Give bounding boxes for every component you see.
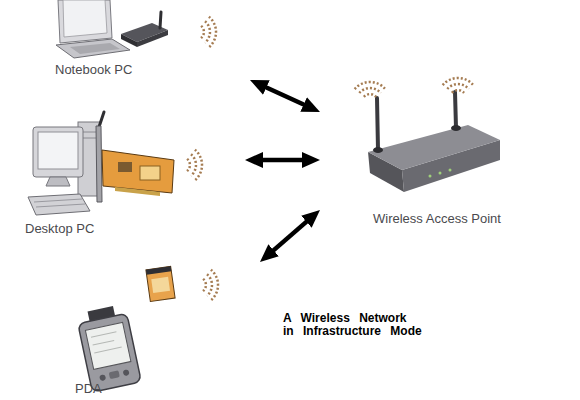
radio-waves-part: [201, 26, 204, 38]
desktop-illustration-part: [34, 199, 82, 202]
pda-illustration-part: [85, 322, 130, 369]
wireless-card-illustration-part: [140, 166, 160, 180]
caption: A Wireless Network in Infrastructure Mod…: [283, 312, 424, 338]
desktop-illustration-part: [28, 194, 90, 215]
device-label: PDA: [75, 381, 102, 396]
wireless-card-illustration-part: [115, 187, 160, 196]
access-point-illustration-part: [451, 125, 461, 131]
radio-waves: [355, 78, 474, 97]
access-point-illustration-part: [449, 169, 452, 172]
wireless-card-illustration: [96, 112, 174, 202]
wireless-card-illustration-part: [96, 126, 102, 202]
device-node: Desktop PC: [20, 110, 245, 240]
radio-waves-part: [447, 84, 468, 89]
notebook-illustration-part: [70, 43, 120, 54]
wireless-adapter-illustration-part: [160, 12, 161, 28]
desktop-illustration-part: [33, 127, 83, 177]
cf-card-illustration-part: [146, 266, 171, 274]
desktop-illustration-part: [82, 132, 96, 133]
radio-waves-part: [359, 88, 380, 93]
cf-card-illustration-part: [146, 266, 175, 301]
pda-illustration-part: [109, 370, 120, 379]
double-arrow: [254, 158, 311, 163]
desktop-illustration-part: [38, 132, 78, 169]
device-label: Notebook PC: [55, 62, 132, 77]
cf-card-illustration-part: [151, 277, 170, 293]
access-point-illustration-part: [373, 147, 383, 153]
radio-waves-part: [452, 90, 464, 93]
notebook-illustration: [56, 0, 130, 58]
radio-waves-part: [187, 159, 190, 171]
device-node: Wireless Access Point: [320, 80, 520, 230]
radio-waves-part: [203, 279, 206, 291]
double-arrow: [258, 84, 312, 109]
access-point-illustration-part: [439, 172, 442, 175]
notebook-illustration-part: [63, 0, 107, 37]
desktop-illustration-part: [46, 177, 70, 186]
access-point-illustration-part: [377, 98, 378, 150]
access-point-illustration-part: [429, 175, 432, 178]
device-label: Wireless Access Point: [373, 211, 501, 226]
desktop-illustration-part: [36, 204, 85, 207]
device-node: PDA: [70, 255, 260, 400]
radio-waves-part: [443, 78, 474, 85]
pda-illustration-part: [91, 332, 116, 337]
radio-waves-part: [207, 274, 212, 295]
pda-illustration-part: [94, 347, 121, 353]
wireless-adapter-illustration-part: [121, 34, 137, 47]
wireless-card-illustration-part: [118, 162, 132, 172]
device-node: Notebook PC: [50, 0, 250, 85]
access-point-illustration-part: [455, 92, 456, 128]
desktop-illustration-part: [82, 138, 96, 139]
radio-waves-part: [355, 82, 386, 89]
wireless-adapter-illustration: [121, 12, 168, 47]
pda-illustration-part: [123, 369, 130, 376]
radio-waves: [203, 270, 218, 301]
notebook-illustration-part: [58, 0, 112, 43]
pda-illustration-part: [93, 341, 115, 346]
pda-illustration-part: [78, 313, 141, 392]
pda-illustration-part: [99, 374, 106, 381]
radio-waves-part: [195, 150, 202, 181]
radio-waves-part: [211, 270, 218, 301]
radio-waves-part: [191, 154, 196, 175]
radio-waves: [201, 17, 216, 48]
device-label: Desktop PC: [25, 221, 94, 236]
wireless-card-illustration-part: [102, 150, 174, 193]
access-point-illustration-part: [368, 125, 500, 170]
radio-waves: [187, 150, 202, 181]
wireless-card-illustration-part: [99, 112, 104, 127]
desktop-illustration: [28, 122, 100, 215]
pda-illustration: [76, 304, 142, 393]
cf-card-illustration: [146, 266, 175, 301]
wireless-adapter-illustration-part: [137, 30, 168, 47]
access-point-illustration: [368, 92, 500, 192]
double-arrow: [267, 216, 313, 256]
radio-waves-part: [209, 17, 216, 48]
radio-waves-part: [364, 94, 376, 97]
radio-waves-part: [205, 21, 210, 42]
notebook-illustration-part: [56, 39, 130, 58]
